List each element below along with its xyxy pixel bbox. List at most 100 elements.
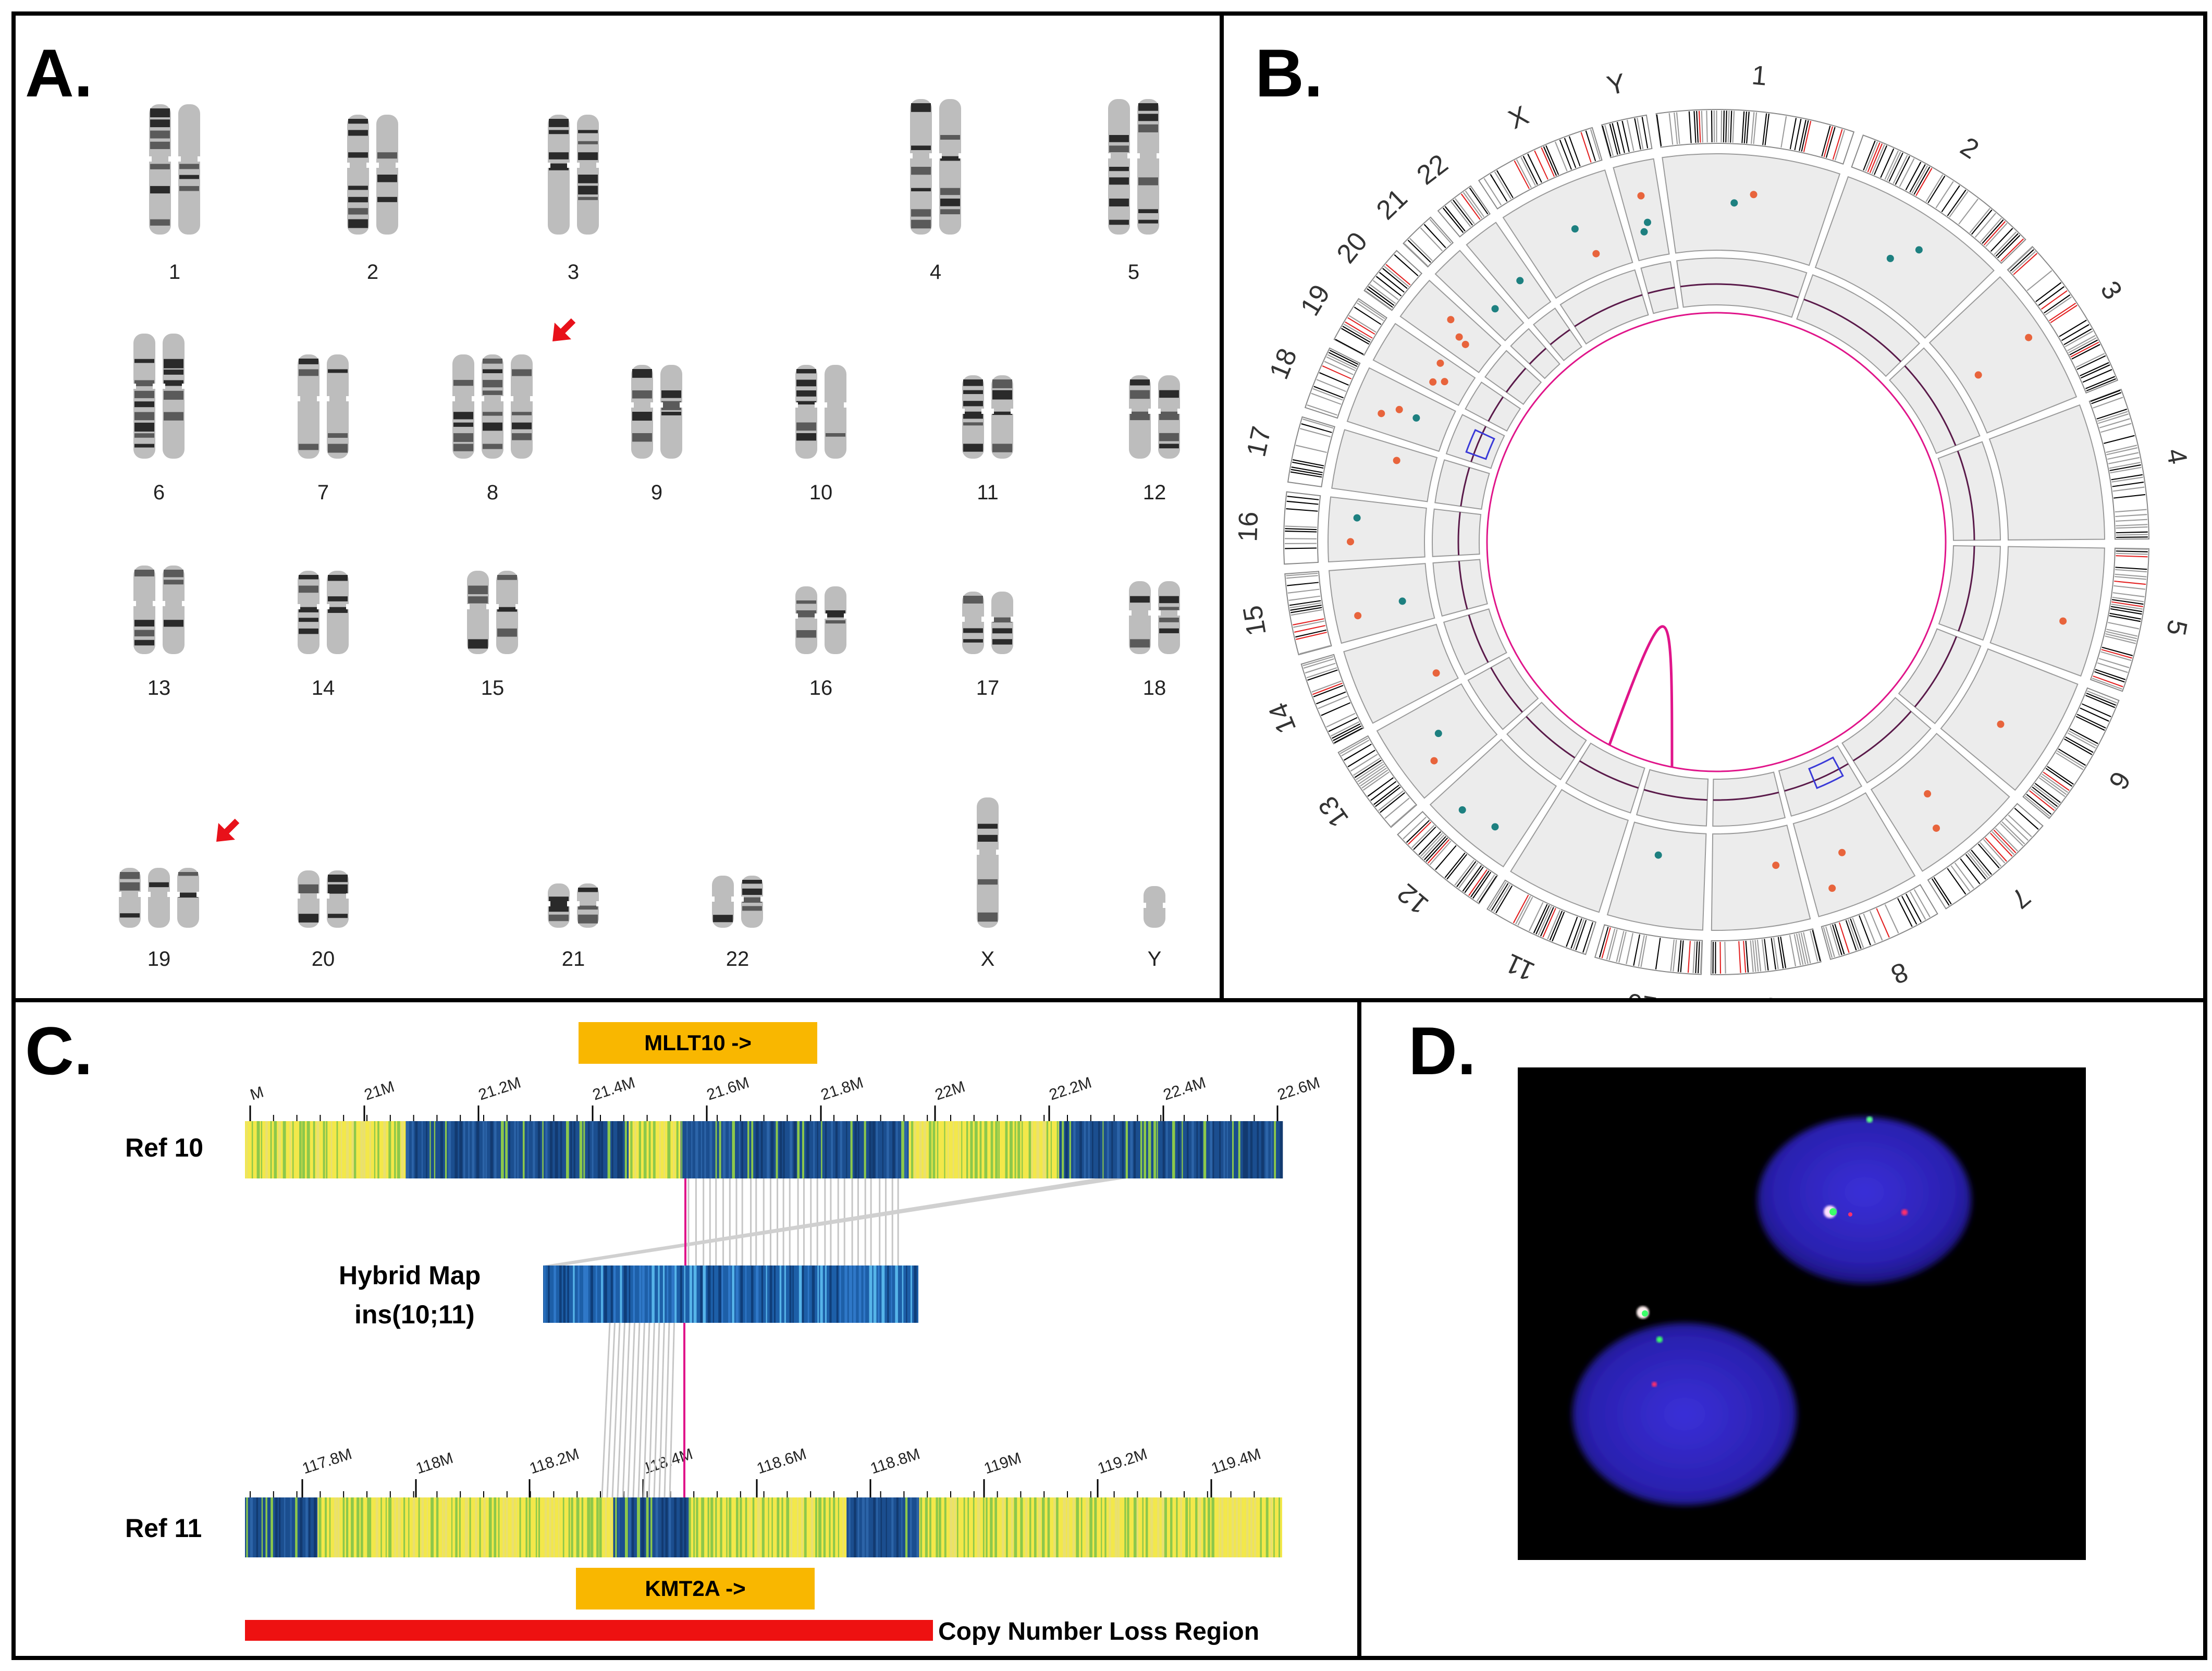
circos-segment-label: 1 [1750,60,1768,91]
chromosome-label-11: 11 [977,481,999,504]
chromosome [297,354,320,459]
circos-variant-dot [1886,254,1894,262]
chromosome-label-7: 7 [317,481,329,504]
chromosome-label-x: X [980,948,995,970]
circos-segment-label: 19 [1295,279,1336,321]
circos-variant-dot [1933,824,1940,832]
chromosome-label-18: 18 [1142,677,1166,699]
chromosome [466,571,489,654]
chromosome-pair-8 [452,354,533,459]
copy-number-loss-label: Copy Number Loss Region [938,1618,1260,1645]
chromosome [1143,886,1166,928]
hybrid-label-line2: ins(10;11) [354,1300,475,1329]
svg-text:21.6M: 21.6M [705,1074,752,1104]
chromosome [149,104,171,235]
circos-segment-21: 21 [1371,183,1560,379]
circos-variant-dot [1353,514,1361,522]
chromosome-label-2: 2 [366,261,379,284]
chromosome [376,115,399,235]
circos-variant-dot [1412,414,1420,422]
chromosome-pair-6 [133,334,185,459]
chromosome [824,586,847,654]
chromosome [939,99,962,235]
circos-variant-dot [1436,359,1444,367]
svg-text:22.2M: 22.2M [1047,1074,1094,1104]
chromosome [452,354,475,459]
chromosome-label-20: 20 [311,948,335,970]
mllt10-gene-box: MLLT10 -> [579,1022,817,1064]
chromosome [711,876,734,928]
chromosome [660,365,683,459]
chromosome-label-16: 16 [809,677,833,699]
chromosome [162,566,185,654]
fish-green-signal [1866,1116,1873,1123]
circos-variant-dot [1461,340,1469,348]
chromosome [297,571,320,654]
circos-segment-label: 2 [1955,131,1984,165]
circos-variant-dot [1491,823,1499,831]
chromosome [962,592,985,654]
circos-variant-dot [1772,862,1780,869]
panel-d-label: D. [1408,1013,1476,1089]
alignment-lines [543,1178,1127,1498]
chromosome [1108,99,1130,235]
chromosome-label-4: 4 [929,261,942,284]
chromosome-pair-18 [1128,581,1181,654]
circos-segment-13: 13 [1312,656,1539,833]
circos-segment-4: 4 [1937,388,2193,541]
fish-red-signal [1848,1212,1852,1217]
circos-variant-dot [1393,457,1400,464]
circos-segment-label: 17 [1241,424,1277,460]
ref10-label: Ref 10 [125,1133,204,1162]
chromosome [118,868,141,928]
chromosome [795,365,818,459]
circos-variant-dot [1455,333,1463,341]
chromosome [326,571,349,654]
kmt2a-gene-box: KMT2A -> [576,1568,815,1609]
svg-text:118.8M: 118.8M [868,1445,922,1478]
chromosome-label-8: 8 [486,481,499,504]
nucleus-upper [1758,1117,1971,1284]
hybrid-label-line1: Hybrid Map [339,1261,481,1290]
chromosome [1137,99,1160,235]
circos-segment-8: 8 [1778,745,1938,990]
circos-variant-dot [1828,884,1836,892]
ref11-label: Ref 11 [125,1514,202,1543]
chromosome [795,586,818,654]
circos-segment-label: 9 [1761,991,1779,998]
circos-segment-label: 20 [1331,227,1373,269]
fish-red-signal [1652,1382,1657,1387]
circos-variant-dot [1347,538,1355,546]
chromosome-pair-4 [910,99,962,235]
chromosome [576,115,599,235]
chromosome [741,876,764,928]
circos-segment-label: 8 [1887,956,1912,990]
circos-variant-dot [1571,225,1579,233]
circos-link-10-11 [1608,625,1674,767]
chromosome-pair-20 [297,870,349,928]
circos-segment-label: X [1504,100,1533,135]
chromosome [326,354,349,459]
chromosome-pair-19 [118,868,200,928]
chromosome [991,375,1014,459]
copy-number-loss-bar [245,1620,933,1641]
chromosome [976,797,999,928]
fish-image [1518,1067,2086,1560]
svg-text:22M: 22M [933,1078,967,1103]
circos-variant-dot [1640,228,1648,236]
circos-segment-label: 7 [2005,881,2036,914]
chromosome-label-1: 1 [168,261,181,284]
circos-variant-dot [1398,597,1406,605]
red-arrow-chr8 [552,318,576,341]
chromosome [991,592,1014,654]
circos-variant-dot [2059,617,2067,625]
circos-segment-12: 12 [1392,702,1587,920]
circos-segment-16: 16 [1233,491,1482,565]
circos-variant-dot [1637,192,1645,200]
circos-variant-dot [1441,378,1448,386]
chromosome-pair-2 [347,115,399,235]
circos-segment-1: 1 [1655,60,1855,318]
